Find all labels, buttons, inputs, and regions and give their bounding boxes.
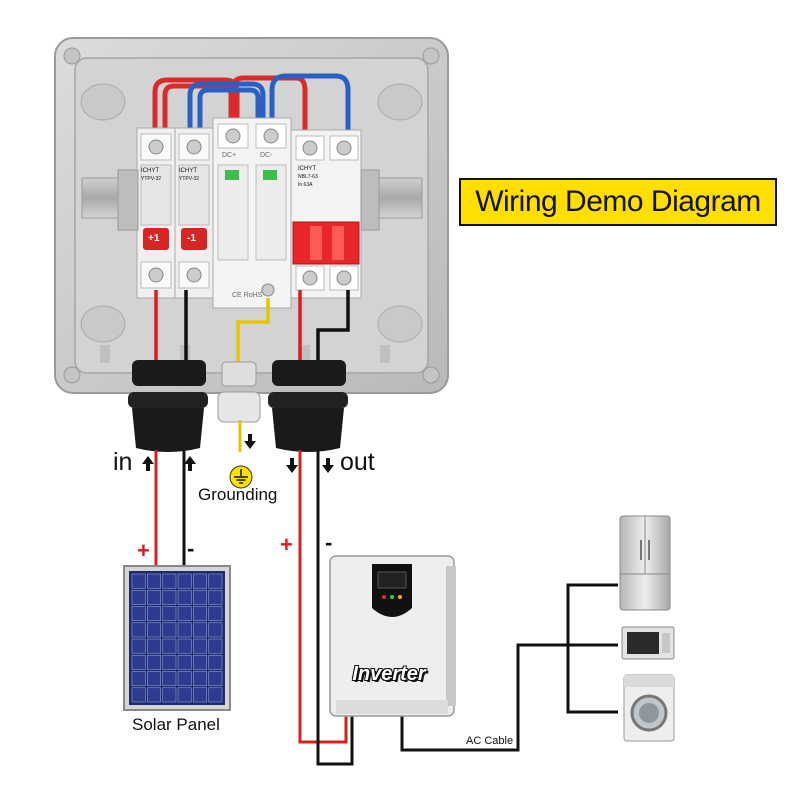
external-wires (154, 420, 618, 766)
solar-cell (208, 687, 223, 703)
solar-cell (131, 606, 146, 622)
spd-neg-label: DC- (260, 152, 273, 159)
solar-cell (177, 606, 192, 622)
solar-cell (208, 638, 223, 654)
fuse-neg-mark: -1 (187, 233, 196, 244)
solar-cell (193, 606, 207, 622)
solar-cell (193, 687, 207, 703)
grounding-label: Grounding (198, 485, 278, 504)
solar-cell (131, 687, 146, 703)
output-label: out (340, 448, 375, 476)
refrigerator-icon (619, 515, 671, 611)
solar-cell (131, 589, 146, 605)
solar-panel-label: Solar Panel (132, 715, 220, 734)
din-end-stop-right (360, 169, 380, 231)
solar-cell (131, 654, 146, 670)
surge-protector (212, 117, 292, 309)
solar-cell (193, 654, 207, 670)
solar-cell (131, 573, 146, 589)
fuse-pos-mark: +1 (148, 233, 160, 244)
mcb-model: NBL7-63 (298, 174, 318, 180)
solar-cell (162, 589, 177, 605)
solar-cell (147, 589, 161, 605)
solar-cell (131, 671, 146, 687)
mcb-rating: In 63A (298, 182, 313, 188)
solar-plus-sign: + (137, 538, 150, 563)
solar-cell (193, 622, 207, 638)
solar-panel (123, 565, 231, 711)
solar-cell (162, 638, 177, 654)
mcb-brand: ICHYT (298, 166, 316, 172)
out-plus-sign: + (280, 532, 293, 557)
internal-wires (154, 290, 350, 372)
cable-gland-output (268, 360, 348, 452)
solar-cell (162, 687, 177, 703)
solar-cell (147, 622, 161, 638)
din-end-stop-left (117, 169, 139, 231)
cable-gland-input (128, 360, 208, 452)
solar-cell (208, 622, 223, 638)
solar-cell (162, 622, 177, 638)
fuse-model-pos: YTPV-32 (141, 176, 162, 182)
solar-cell (177, 687, 192, 703)
dc-jumper-wires (152, 73, 351, 138)
solar-cell (193, 671, 207, 687)
diagram-title: Wiring Demo Diagram (459, 178, 777, 226)
fuse-holder-positive (136, 127, 176, 299)
fuse-holder-negative (174, 127, 214, 299)
solar-cell (147, 573, 161, 589)
solar-cell (193, 638, 207, 654)
solar-cell (177, 622, 192, 638)
solar-cell (208, 589, 223, 605)
solar-cell (131, 622, 146, 638)
solar-cell (208, 654, 223, 670)
solar-cell (147, 654, 161, 670)
fuse-brand-pos: ICHYT (141, 168, 159, 174)
input-label: in (113, 448, 133, 476)
solar-cell (177, 573, 192, 589)
solar-cell (193, 573, 207, 589)
solar-cell (177, 638, 192, 654)
solar-cell (177, 671, 192, 687)
solar-cell (193, 589, 207, 605)
cable-gland-ground (217, 361, 261, 423)
solar-cell (147, 687, 161, 703)
microwave-icon (621, 626, 675, 660)
washing-machine-icon (623, 674, 675, 742)
inverter (329, 555, 456, 717)
out-minus-sign: - (325, 530, 333, 555)
solar-cell (208, 671, 223, 687)
solar-cell (162, 671, 177, 687)
solar-cell (147, 638, 161, 654)
solar-cell (177, 589, 192, 605)
fuse-model-neg: YTPV-32 (179, 176, 200, 182)
solar-cell (208, 606, 223, 622)
flow-arrows (142, 434, 334, 473)
spd-cert-label: CE RoHS (232, 292, 263, 299)
solar-cell (162, 573, 177, 589)
ground-icon (229, 465, 253, 489)
solar-cell (162, 654, 177, 670)
fuse-brand-neg: ICHYT (179, 168, 197, 174)
solar-cell (208, 573, 223, 589)
solar-cell (177, 654, 192, 670)
solar-cell (147, 606, 161, 622)
inverter-label: Inverter (352, 663, 426, 685)
spd-pos-label: DC+ (222, 152, 237, 159)
solar-cell (162, 606, 177, 622)
solar-cell (131, 638, 146, 654)
ac-cable-label: AC Cable (466, 735, 514, 747)
solar-cell (147, 671, 161, 687)
solar-minus-sign: - (187, 536, 195, 561)
dc-breaker (290, 129, 362, 299)
